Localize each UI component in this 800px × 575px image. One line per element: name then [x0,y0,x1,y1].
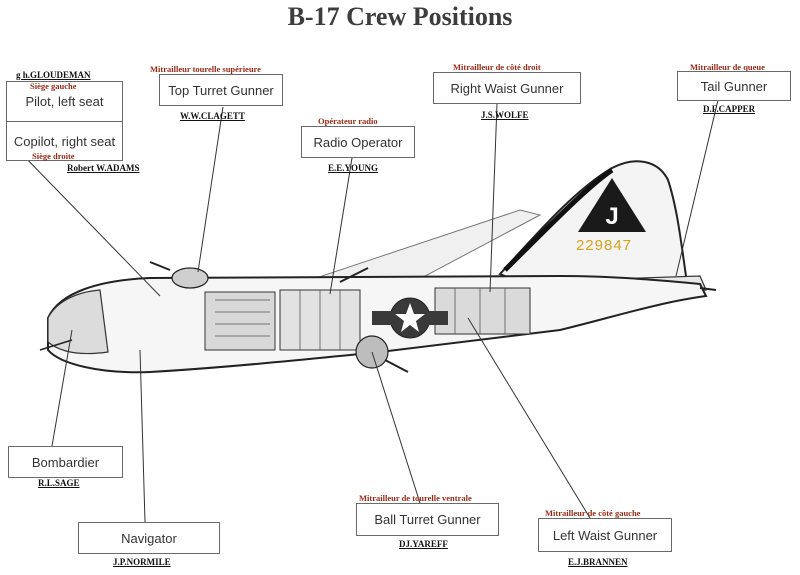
tail-french: Mitrailleur de queue [690,62,765,72]
left-waist-label: Left Waist Gunner [552,527,658,543]
tail-letter: J [605,203,618,230]
ball-turret-french: Mitrailleur de tourelle ventrale [359,493,472,503]
pilot-label-box: Pilot, left seat [6,81,123,122]
left-waist-label-box: Left Waist Gunner [538,518,672,552]
bombardier-name: R.L.SAGE [38,478,80,488]
tail-fin-stripe [503,167,614,272]
bomb-bay [204,291,276,351]
left-waist-name: E.J.BRANNEN [568,557,628,567]
bombardier-label-box: Bombardier [8,446,123,478]
ball-turret-name: DJ.YAREFF [399,539,448,549]
top-turret-french: Mitrailleur tourelle supérieure [150,64,261,74]
top-turret-name: W.W.CLAGETT [180,111,245,121]
navigator-label-box: Navigator [78,522,220,554]
pilot-label: Pilot, left seat [25,94,104,109]
copilot-label-box: Copilot, right seat [6,121,123,161]
bombardier-label: Bombardier [31,454,100,470]
radio-label: Radio Operator [313,134,403,150]
nose-glazing [47,289,109,355]
tail-label: Tail Gunner [700,78,768,94]
star-icon [395,303,425,332]
leader-lines [19,99,719,523]
ball-turret-label-box: Ball Turret Gunner [356,503,499,536]
navigator-label: Navigator [121,530,177,546]
tail-triangle [578,178,646,232]
radio-name: E.E.YOUNG [328,163,379,173]
right-waist-name: J.S.WOLFE [481,110,529,120]
left-waist-french: Mitrailleur de côté gauche [545,508,641,518]
top-turret-label: Top Turret Gunner [168,82,274,98]
tail-label-box: Tail Gunner [677,71,791,101]
waist-section [434,287,531,335]
navigator-name: J.P.NORMILE [113,557,171,567]
tail-serial: 229847 [576,237,632,254]
radio-label-box: Radio Operator [301,126,415,158]
top-turret [171,267,209,289]
top-turret-label-box: Top Turret Gunner [159,74,283,106]
copilot-french: Siège droite [32,151,75,161]
radio-french: Opérateur radio [318,116,378,126]
page-title: B-17 Crew Positions [287,2,513,31]
ball-turret-label: Ball Turret Gunner [374,512,481,527]
pilot-name: g h.GLOUDEMAN [16,70,91,80]
right-waist-french: Mitrailleur de côté droit [453,62,541,72]
right-waist-label: Right Waist Gunner [450,80,564,96]
tail-name: D.F.CAPPER [703,104,756,114]
right-waist-label-box: Right Waist Gunner [433,72,581,104]
copilot-label: Copilot, right seat [13,133,116,149]
pilot-french: Siège gauche [30,81,77,91]
copilot-name: Robert W.ADAMS [67,163,140,173]
